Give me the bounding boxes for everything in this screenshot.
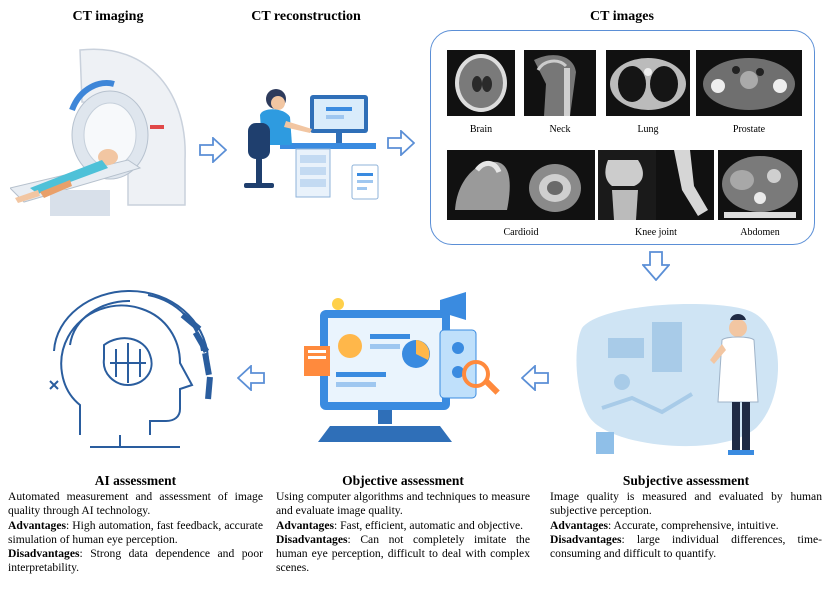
ai-disadvantages-text: : Strong data dependence and poor interp… (8, 547, 263, 575)
objective-disadvantages-label: Disadvantages (276, 532, 348, 546)
ct-scanner-illustration (10, 48, 186, 216)
arrow-right-icon (387, 130, 415, 156)
ai-assessment-body: Automated measurement and assessment of … (8, 490, 263, 518)
ct-thumb-brain (447, 50, 515, 116)
ct-thumb-label: Prostate (732, 124, 766, 135)
ai-advantages-text: : High automation, fast feedback, accura… (8, 518, 263, 546)
objective-disadvantages-text: : Can not completely imitate the human e… (276, 532, 530, 575)
computer-analysis-illustration (304, 292, 500, 442)
subjective-assessment-body: Image quality is measured and evaluated … (550, 490, 822, 518)
ct-thumb-label: Brain (469, 124, 493, 135)
arrow-left-icon (237, 365, 265, 391)
ai-disadvantages-label: Disadvantages (8, 547, 80, 561)
subjective-disadvantages-text: : large individual differences, time-con… (550, 532, 822, 561)
ct-thumb-neck (524, 50, 596, 116)
ai-assessment-description: AI assessment Automated measurement and … (8, 473, 263, 575)
ct-imaging-title: CT imaging (72, 9, 144, 24)
objective-advantages-text: : Fast, efficient, automatic and objecti… (333, 518, 524, 532)
ct-thumb-prostate (696, 50, 802, 116)
objective-assessment-body: Using computer algorithms and techniques… (276, 490, 530, 518)
ct-thumb-knee-joint (598, 150, 714, 220)
ai-advantages-label: Advantages (8, 518, 66, 532)
arrow-down-icon (642, 251, 670, 281)
ct-thumb-label: Lung (637, 124, 659, 135)
ai-assessment-title: AI assessment (94, 473, 177, 488)
ct-images-panel (430, 30, 815, 245)
subjective-advantages-text: : Accurate, comprehensive, intuitive. (607, 518, 779, 532)
ct-thumb-lung (606, 50, 690, 116)
objective-assessment-description: Objective assessment Using computer algo… (276, 473, 530, 575)
arrow-right-icon (199, 137, 227, 163)
ct-images-title: CT images (590, 9, 654, 24)
ct-reconstruction-title: CT reconstruction (251, 9, 361, 24)
subjective-advantages-label: Advantages (550, 518, 608, 532)
reconstruction-workstation-illustration (244, 89, 379, 200)
ct-thumb-cardioid (447, 150, 595, 220)
arrow-left-icon (521, 365, 549, 391)
subjective-disadvantages-label: Disadvantages (550, 532, 622, 546)
ct-thumb-label: Neck (549, 124, 571, 135)
objective-assessment-title: Objective assessment (342, 473, 464, 488)
ai-head-illustration (49, 289, 213, 448)
subjective-assessment-title: Subjective assessment (622, 473, 750, 488)
subjective-assessment-description: Subjective assessment Image quality is m… (550, 473, 822, 561)
ct-thumb-label: Abdomen (740, 227, 780, 238)
ct-thumb-label: Knee joint (635, 227, 677, 238)
objective-advantages-label: Advantages (276, 518, 334, 532)
ct-thumb-label: Cardioid (503, 227, 539, 238)
subjective-doctor-illustration (576, 304, 779, 455)
ct-thumb-abdomen (718, 150, 802, 220)
